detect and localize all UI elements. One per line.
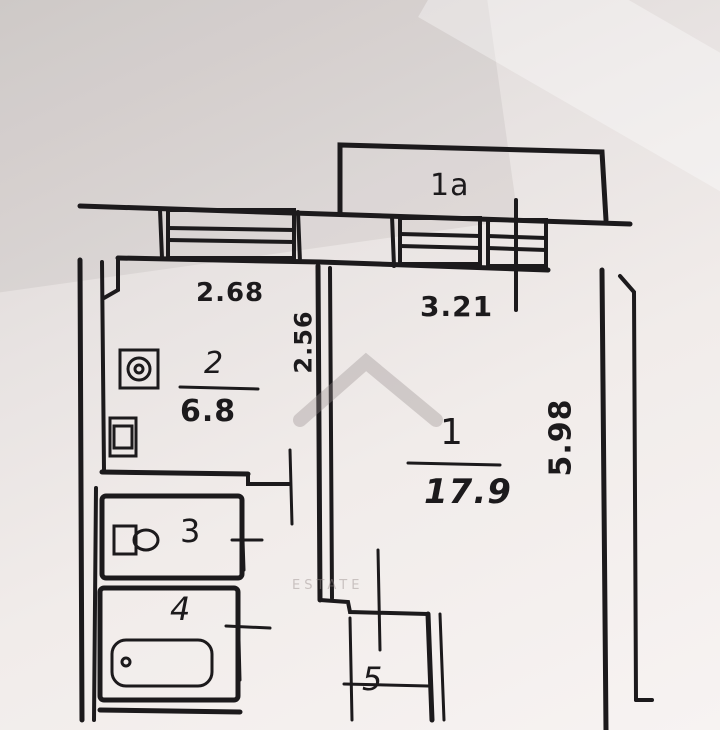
bathroom-walls [97,585,241,703]
room-2-fraction-line [178,385,260,391]
room-4-number: 4 [170,590,192,628]
sink-fixture [108,416,138,458]
partition-wall [315,263,323,603]
room-2-number: 2 [204,346,225,381]
room-5-number: 5 [362,660,384,698]
room-1-number: 1 [440,412,464,453]
exterior-wall-left [77,257,85,723]
watermark-text: ESTATE [292,578,364,593]
hallway-wall [318,598,430,616]
stove-fixture [118,348,160,390]
room-1-area: 17.9 [424,472,512,512]
window-balcony-door [486,198,548,312]
window-kitchen [166,208,296,260]
kitchen-depth-dimension: 2.56 [289,310,318,374]
kitchen-bottom-wall [99,469,251,477]
bathtub-fixture [110,638,214,688]
balcony-outline [337,142,609,223]
watermark-house-icon [293,352,443,427]
toilet-room-walls [99,493,245,581]
room-2-area: 6.8 [180,394,237,429]
room-3-number: 3 [180,512,202,550]
exterior-wall-right [599,267,609,730]
window-room [398,216,482,266]
room-width-dimension: 3.21 [420,290,494,323]
room-depth-dimension: 5.98 [543,398,579,477]
room-1-fraction-line [406,461,502,467]
balcony-label: 1a [430,168,470,203]
kitchen-width-dimension: 2.68 [196,278,265,308]
toilet-fixture [112,524,160,556]
